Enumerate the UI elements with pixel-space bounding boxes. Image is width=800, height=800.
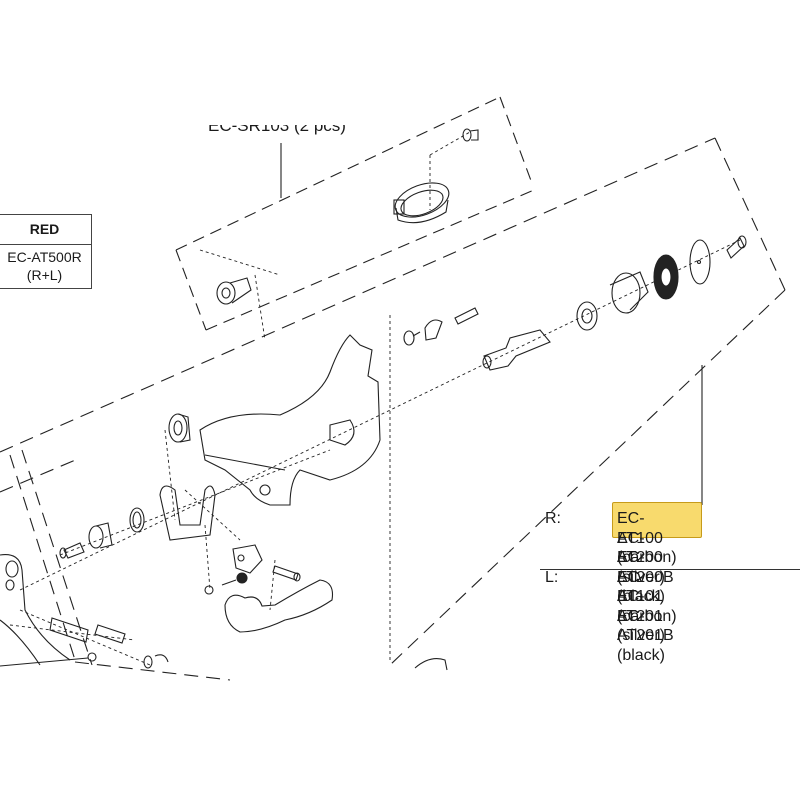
o-ring	[143, 654, 169, 669]
red-variant-table: RED EC-AT500R (R+L)	[0, 214, 92, 289]
clip-block	[424, 319, 443, 341]
red-table-note: (R+L)	[26, 267, 63, 283]
dashed-boundary-upper	[175, 96, 535, 331]
shift-lever	[224, 579, 334, 633]
washer-disc	[689, 239, 711, 285]
clamp-band	[393, 182, 450, 224]
dashed-boundary-main	[0, 137, 786, 681]
pin-left	[59, 542, 85, 559]
pivot-pin	[272, 565, 301, 582]
end-pin	[726, 235, 747, 259]
part-label-ec-sr103: EC-SR103 (2 pcs)	[208, 116, 346, 135]
shaft	[482, 329, 551, 371]
gear	[576, 301, 598, 331]
pivot-block	[232, 544, 263, 574]
red-table-header: RED	[0, 215, 91, 245]
spring-clip	[403, 330, 421, 346]
part-code-highlighted[interactable]: EC-AT100 (carbon)	[617, 510, 677, 566]
ratchet-disc	[653, 254, 679, 300]
side-label-right: R:	[545, 510, 561, 527]
leader-line-bottom-left	[0, 657, 89, 667]
part-code: EC-AT200 (silver)	[617, 529, 665, 586]
return-spring	[129, 507, 145, 533]
bushing-washer	[88, 522, 113, 549]
ratchet-drum	[609, 271, 649, 314]
part-code: EC-AT200B (black)	[617, 549, 674, 605]
bearing	[168, 413, 191, 443]
pin-small	[454, 307, 479, 325]
bracket	[159, 485, 216, 541]
highlight-box	[612, 502, 702, 538]
part-code: EC-AT201B (black)	[617, 607, 674, 664]
bottom-part-fragment	[414, 658, 448, 671]
parts-list-divider	[540, 569, 800, 571]
part-code: EC-AT201 (silver)	[617, 588, 665, 644]
red-table-code: EC-AT500R	[7, 249, 82, 265]
bushing	[216, 277, 252, 305]
washer	[204, 585, 214, 595]
small-screw-top	[462, 128, 479, 142]
side-label-left: L:	[545, 568, 559, 586]
torsion-spring	[221, 572, 248, 586]
frame-bracket	[0, 554, 71, 666]
part-code: EC-AT101 (carbon)	[617, 568, 677, 625]
lever-body	[199, 334, 381, 506]
knurled-pins	[49, 617, 126, 644]
small-nut	[87, 652, 97, 662]
